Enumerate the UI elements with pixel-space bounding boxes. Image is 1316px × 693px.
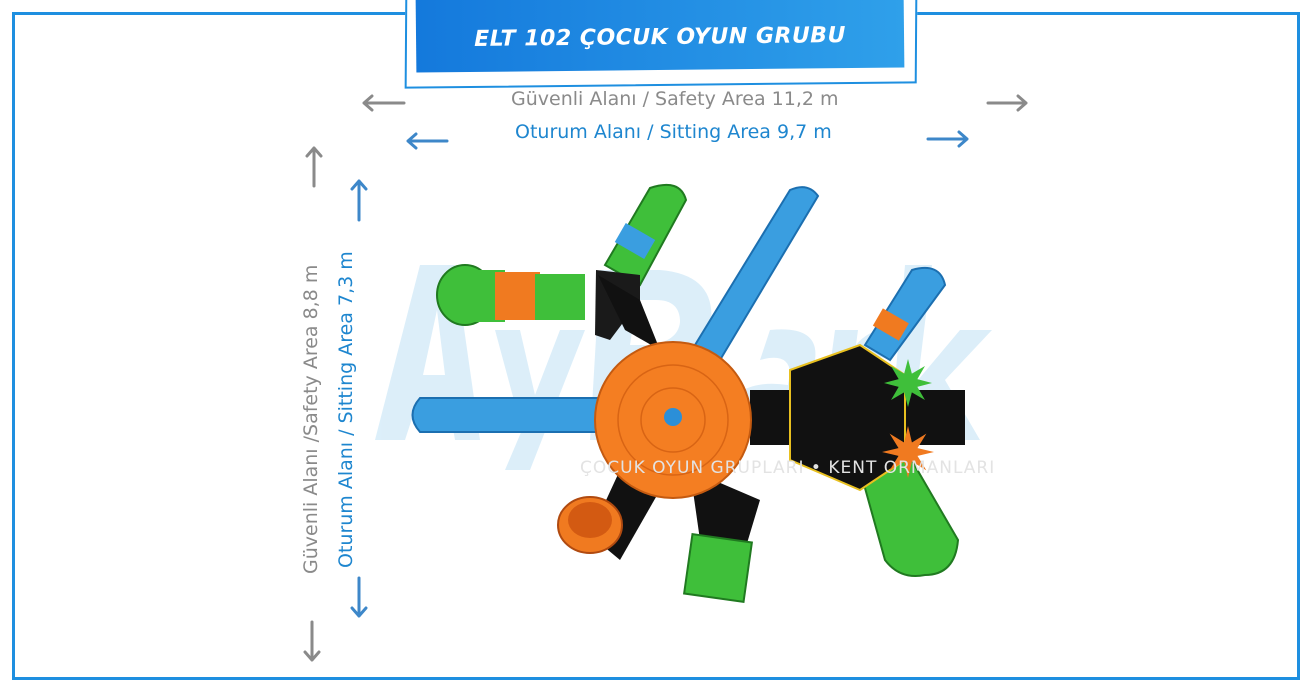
platforms <box>557 270 965 604</box>
safety-area-horizontal: Güvenli Alanı / Safety Area 11,2 m <box>511 88 839 110</box>
tube-slide <box>436 264 585 326</box>
safety-area-vertical: Güvenli Alanı /Safety Area 8,8 m <box>300 264 322 574</box>
flower-decorations <box>882 359 934 478</box>
title-banner: ELT 102 ÇOCUK OYUN GRUBU <box>415 0 905 73</box>
sitting-arrows <box>350 130 969 618</box>
watermark-tagline: ÇOCUK OYUN GRUPLARI • KENT ORMANLARI <box>580 458 996 478</box>
sitting-area-horizontal: Oturum Alanı / Sitting Area 9,7 m <box>515 121 832 143</box>
safety-arrows <box>303 94 1028 662</box>
page-title: ELT 102 ÇOCUK OYUN GRUBU <box>474 22 847 52</box>
orange-roof <box>594 341 752 499</box>
sitting-area-vertical: Oturum Alanı / Sitting Area 7,3 m <box>335 251 357 568</box>
